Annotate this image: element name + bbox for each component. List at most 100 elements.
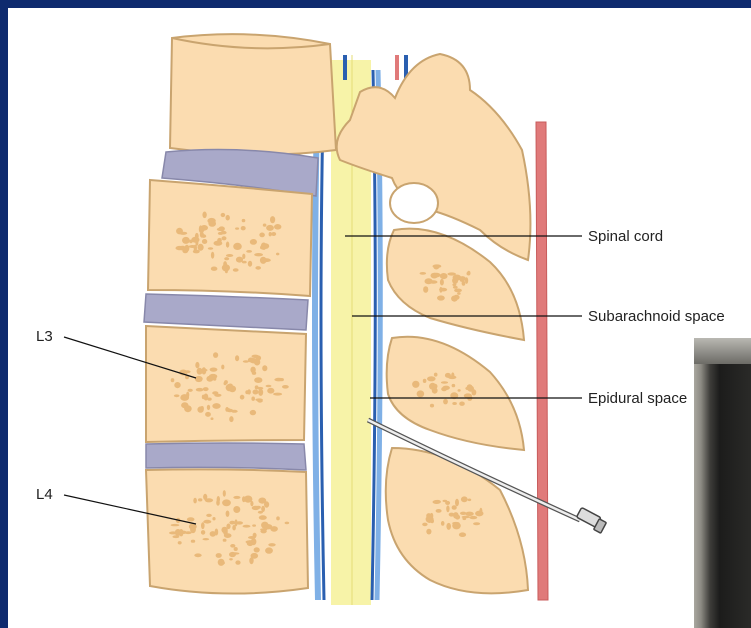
trabecular-spot [200,369,208,372]
trabecular-spot [280,378,284,381]
trabecular-spot [452,402,457,405]
trabecular-spot [225,269,228,273]
trabecular-spot [274,224,281,230]
trabecular-spot [265,547,273,553]
trabecular-spot [246,250,252,253]
trabecular-spot [258,511,263,514]
trabecular-spot [244,496,253,503]
trabecular-spot [184,245,189,252]
trabecular-spot [253,533,257,538]
trabecular-spot [254,547,260,552]
trabecular-spot [459,532,466,537]
trabecular-spot [224,257,229,260]
trabecular-spot [230,552,239,554]
trabecular-spot [266,225,274,231]
trabecular-spot [178,541,182,544]
trabecular-spot [473,522,480,525]
trabecular-spot [426,513,431,518]
trabecular-spot [195,376,203,382]
trabecular-spot [206,514,212,517]
trabecular-spot [242,219,246,222]
trabecular-spot [212,517,215,520]
trabecular-spot [442,386,450,390]
trabecular-spot [205,498,213,502]
trabecular-spot [266,385,272,387]
epidural-space-label: Epidural space [588,390,687,407]
trabecular-spot [250,367,255,373]
trabecular-spot [201,522,205,529]
trabecular-spot [227,408,230,411]
trabecular-spot [194,553,201,557]
trabecular-spot [195,362,199,368]
trabecular-spot [174,382,180,388]
trabecular-spot [242,254,245,259]
trabecular-spot [469,516,477,519]
trabecular-spot [254,253,263,256]
trabecular-spot [259,515,267,520]
trabecular-spot [233,496,240,499]
trabecular-spot [263,224,267,227]
trabecular-spot [212,403,220,409]
trabecular-spot [211,267,218,271]
trabecular-spot [202,239,207,244]
trabecular-spot [242,261,247,264]
trabecular-spot [440,273,448,279]
trabecular-spot [186,392,189,398]
photo-inset [694,338,751,628]
trabecular-spot [250,239,257,245]
trabecular-spot [253,390,259,395]
trabecular-spot [441,381,448,383]
trabecular-spot [452,384,456,387]
trabecular-spot [226,254,233,257]
trabecular-spot [218,232,223,235]
trabecular-spot [229,521,235,525]
trabecular-spot [208,247,213,250]
trabecular-spot [188,245,196,248]
trabecular-spot [252,506,260,510]
trabecular-spot [217,496,220,503]
trabecular-spot [250,410,256,415]
trabecular-spot [423,286,428,293]
trabecular-spot [282,385,289,389]
trabecular-spot [270,216,275,223]
trabecular-spot [207,398,211,401]
trabecular-spot [211,252,214,259]
trabecular-spot [479,508,482,515]
trabecular-spot [191,540,195,543]
photo-inset-top [694,338,751,364]
trabecular-spot [258,389,263,396]
trabecular-spot [251,397,255,401]
trabecular-spot [426,529,431,535]
trabecular-spot [454,394,458,398]
trabecular-spot [256,356,261,361]
trabecular-spot [222,499,231,506]
trabecular-spot [268,543,275,546]
trabecular-spot [226,511,230,517]
trabecular-spot [261,506,265,512]
spinal-cord-label: Spinal cord [588,228,663,245]
trabecular-spot [233,268,239,272]
trabecular-spot [215,529,219,536]
trabecular-spot [201,530,205,535]
trabecular-spot [181,402,188,408]
trabecular-spot [434,373,438,377]
trabecular-spot [437,295,445,300]
trabecular-spot [231,410,238,413]
trabecular-spot [427,376,436,381]
trabecular-spot [172,535,179,538]
trabecular-spot [468,499,472,502]
trabecular-spot [461,496,468,502]
trabecular-spot [465,512,474,516]
trabecular-spot [226,242,229,248]
trabecular-spot [229,558,233,560]
trabecular-spot [198,498,202,501]
trabecular-spot [222,236,227,240]
trabecular-spot [221,365,224,370]
trabecular-spot [208,220,216,226]
trabecular-spot [201,234,206,238]
trabecular-spot [254,377,262,383]
trabecular-spot [176,228,183,235]
spinous-process-3 [386,448,528,593]
trabecular-spot [271,232,276,236]
trabecular-spot [203,520,211,524]
